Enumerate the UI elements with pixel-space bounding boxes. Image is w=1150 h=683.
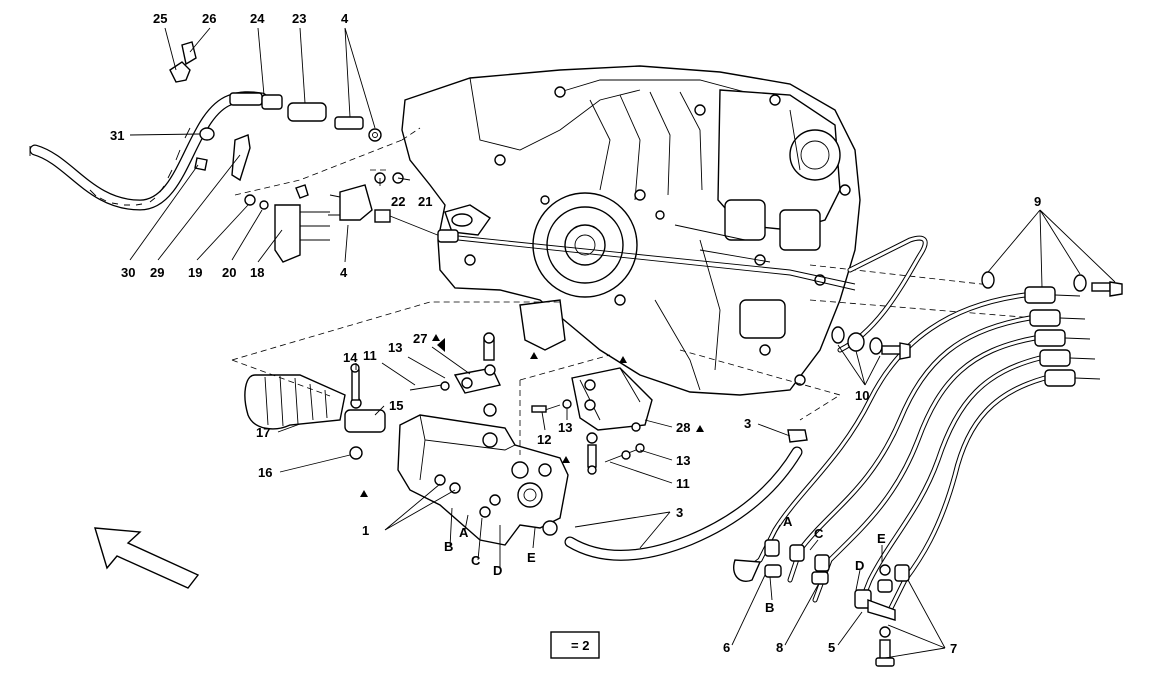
hydraulic-pipe-bundle xyxy=(733,235,1101,667)
label-b-pipe: B xyxy=(765,600,774,615)
triangle-marker-d xyxy=(360,490,368,497)
legend-box xyxy=(550,631,600,659)
seal-and-bolt-items xyxy=(831,271,1123,360)
label-b-actuator: B xyxy=(444,539,453,554)
triangle-marker-28 xyxy=(696,425,704,432)
label-19: 19 xyxy=(188,265,202,280)
part-labels: 25 26 24 23 4 31 22 21 30 29 19 20 18 4 … xyxy=(110,11,1041,656)
direction-arrow xyxy=(94,527,200,589)
label-7: 7 xyxy=(950,641,957,656)
label-23: 23 xyxy=(292,11,306,26)
label-12: 12 xyxy=(537,432,551,447)
label-10: 10 xyxy=(855,388,869,403)
housing-bolts xyxy=(464,86,851,386)
label-14: 14 xyxy=(343,350,358,365)
label-1: 1 xyxy=(362,523,369,538)
label-21: 21 xyxy=(418,194,432,209)
label-6: 6 xyxy=(723,640,730,655)
label-13-low: 13 xyxy=(676,453,690,468)
clutch-cable-assembly xyxy=(29,41,856,291)
label-c-pipe: C xyxy=(814,526,824,541)
label-17: 17 xyxy=(256,425,270,440)
label-9: 9 xyxy=(1034,194,1041,209)
label-18: 18 xyxy=(250,265,264,280)
triangle-marker-c xyxy=(562,456,570,463)
label-15: 15 xyxy=(389,398,403,413)
label-13-mid: 13 xyxy=(558,420,572,435)
label-24: 24 xyxy=(250,11,265,26)
label-3-upper: 3 xyxy=(744,416,751,431)
triangle-marker-27 xyxy=(432,334,440,341)
label-5: 5 xyxy=(828,640,835,655)
label-11-top: 11 xyxy=(363,348,377,363)
label-e-actuator: E xyxy=(527,550,536,565)
label-d-actuator: D xyxy=(493,563,502,578)
label-28: 28 xyxy=(676,420,690,435)
triangle-marker-b xyxy=(619,356,627,363)
label-29: 29 xyxy=(150,265,164,280)
label-22: 22 xyxy=(391,194,405,209)
clutch-actuator xyxy=(244,332,653,546)
label-4-top: 4 xyxy=(341,11,349,26)
hydraulic-hose xyxy=(542,429,808,561)
label-27: 27 xyxy=(413,331,427,346)
leader-lines xyxy=(129,27,1116,659)
gearbox-housing xyxy=(401,65,861,396)
label-16: 16 xyxy=(258,465,272,480)
label-3-lower: 3 xyxy=(676,505,683,520)
label-d-pipe: D xyxy=(855,558,864,573)
label-25: 25 xyxy=(153,11,167,26)
label-11-low: 11 xyxy=(676,476,690,491)
triangle-marker-a xyxy=(530,352,538,359)
label-a-actuator: A xyxy=(459,525,469,540)
label-20: 20 xyxy=(222,265,236,280)
label-e-pipe: E xyxy=(877,531,886,546)
label-26: 26 xyxy=(202,11,216,26)
label-13-top: 13 xyxy=(388,340,402,355)
label-8: 8 xyxy=(776,640,783,655)
label-30: 30 xyxy=(121,265,135,280)
legend-text: = 2 xyxy=(571,638,589,653)
label-a-pipe: A xyxy=(783,514,793,529)
label-31: 31 xyxy=(110,128,124,143)
dashed-guide-lines xyxy=(231,127,1061,455)
label-c-actuator: C xyxy=(471,553,481,568)
label-4-mid: 4 xyxy=(340,265,348,280)
